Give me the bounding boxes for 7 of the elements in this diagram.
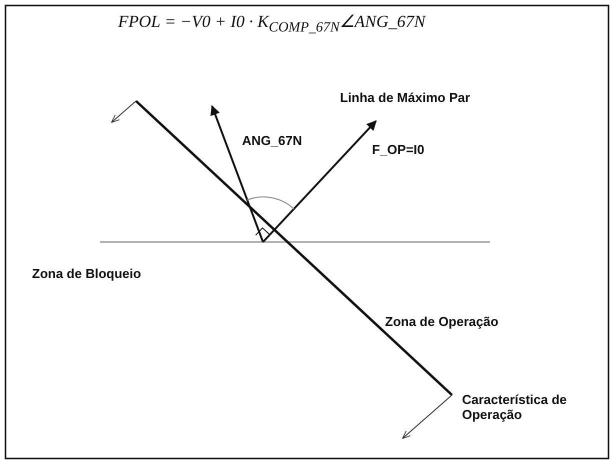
characteristic-label: Característica de Operação — [462, 392, 568, 422]
line-label: Linha de Máximo Par — [340, 90, 470, 105]
zone-label: Zona de Operação — [385, 314, 498, 329]
zone-label: Zona de Bloqueio — [32, 266, 142, 281]
angle-label: ANG_67N — [242, 133, 302, 148]
formula: FPOL = −V0 + I0 · K$_{COMP_67N}$∠ANG_67N — [118, 14, 426, 36]
vector-label: F_OP=I0 — [372, 142, 424, 157]
